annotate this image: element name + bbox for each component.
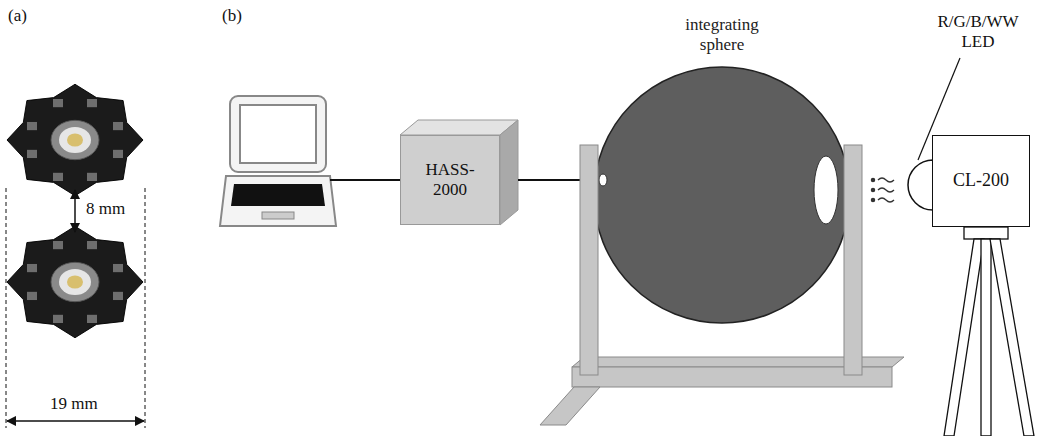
sphere-port [599,174,607,186]
led-board [7,226,143,338]
led-board [7,84,143,196]
box-side-face [500,120,518,225]
node-text: CL-200 [953,170,1009,192]
light-waves [871,178,894,202]
laptop [220,96,336,226]
dimension-label: 19 mm [50,394,98,414]
tripod [944,227,1034,436]
cable [330,179,400,181]
sphere-port [814,156,838,224]
meter-box: CL-200 [932,135,1030,227]
sphere-outline [592,65,852,325]
dimension-arrow [74,190,76,232]
device-box: HASS-2000 [400,135,500,225]
sphere-body [594,67,850,323]
part-label: R/G/B/WW LED [928,12,1028,53]
sphere-stand [540,145,904,425]
integrating-sphere: integrating sphere [592,65,852,325]
panel-label: (a) [8,6,27,26]
dimension-line [145,188,146,428]
led-lens [908,160,933,210]
box-top-face [400,120,518,135]
dimension-label: 8 mm [86,199,125,219]
node-heading: integrating sphere [662,15,782,56]
panel-label: (b) [222,6,242,26]
node-text: HASS-2000 [410,160,490,201]
dimension-line [6,188,7,428]
dimension-arrow [7,420,144,422]
